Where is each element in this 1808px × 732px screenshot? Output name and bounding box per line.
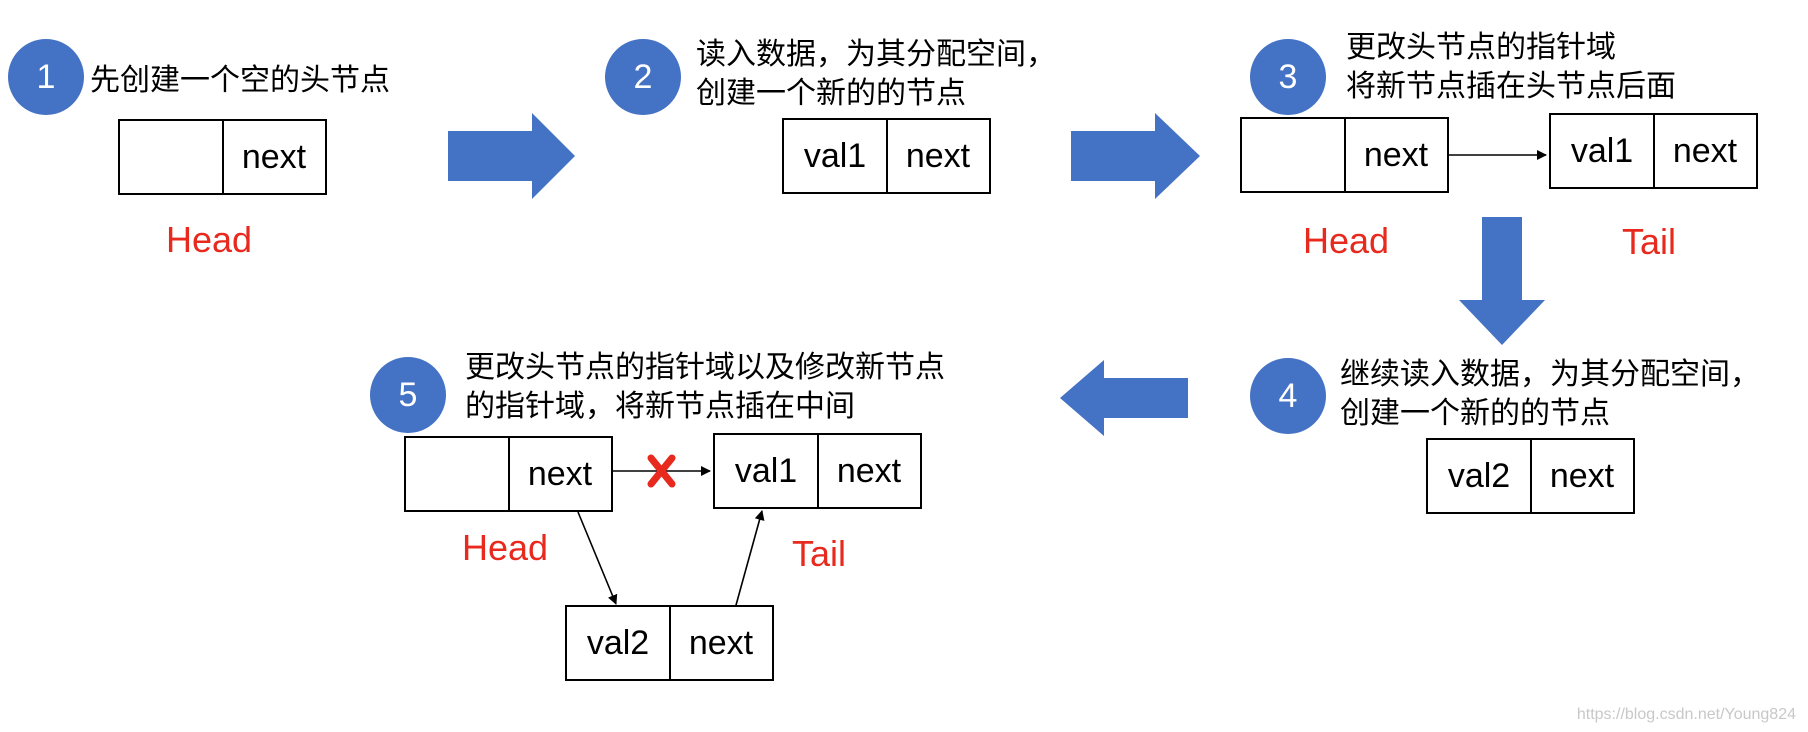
node-next-field: next (886, 120, 988, 192)
step-1-head-node: next (118, 119, 327, 195)
step-4-caption-line-1: 继续读入数据，为其分配空间， (1340, 357, 1760, 392)
step-4-badge: 4 (1250, 358, 1326, 434)
step-1-caption: 先创建一个空的头节点 (90, 61, 390, 100)
step-5-caption-line-1: 更改头节点的指针域以及修改新节点 (465, 350, 945, 385)
step-5-head-label: Head (462, 527, 549, 568)
node-data-field (1242, 119, 1344, 191)
step-4-caption: 继续读入数据，为其分配空间， 创建一个新的的节点 (1340, 355, 1760, 433)
watermark-text: https://blog.csdn.net/Young824 (1576, 706, 1796, 723)
step-1-badge: 1 (8, 39, 84, 115)
flow-arrow-down (1459, 217, 1545, 345)
step-3-tail-label: Tail (1622, 221, 1677, 262)
step-5-val1-node: val1 next (713, 433, 922, 509)
step-1-number: 1 (36, 57, 56, 96)
node-data-field: val2 (1447, 456, 1511, 495)
pointer-s5-val2-to-val1 (732, 510, 765, 617)
step-5-val2-node: val2 next (565, 605, 774, 681)
step-2-caption-line-2: 创建一个新的的节点 (696, 76, 966, 111)
step-5-caption-line-2: 的指针域，将新节点插在中间 (465, 389, 855, 424)
node-data-field (120, 121, 222, 193)
node-next-field: next (508, 438, 610, 510)
step-4-val2-node: val2 next (1426, 438, 1635, 514)
pointer-s5-head-to-val2 (577, 511, 618, 605)
step-3-head-label: Head (1303, 220, 1390, 261)
node-data-field: val1 (1570, 131, 1634, 170)
node-next-field: next (1530, 440, 1632, 512)
node-data-field: val1 (734, 451, 798, 490)
step-5-badge: 5 (370, 357, 446, 433)
step-5-head-node: next (404, 436, 613, 512)
step-5-caption: 更改头节点的指针域以及修改新节点 的指针域，将新节点插在中间 (465, 348, 945, 426)
cross-mark-icon (647, 454, 676, 488)
step-2-val1-node: val1 next (782, 118, 991, 194)
step-2-number: 2 (633, 57, 653, 96)
node-data-field: val1 (803, 136, 867, 175)
step-3-badge: 3 (1250, 39, 1326, 115)
step-5-number: 5 (398, 375, 418, 414)
step-3-number: 3 (1278, 57, 1298, 96)
step-3-val1-node: val1 next (1549, 113, 1758, 189)
step-3-caption-line-1: 更改头节点的指针域 (1346, 30, 1616, 65)
step-4-number: 4 (1278, 376, 1298, 415)
step-4-caption-line-2: 创建一个新的的节点 (1340, 396, 1610, 431)
step-2-badge: 2 (605, 39, 681, 115)
step-1-head-label: Head (166, 219, 253, 260)
step-3-caption-line-2: 将新节点插在头节点后面 (1346, 69, 1676, 104)
step-2-caption: 读入数据，为其分配空间， 创建一个新的的节点 (696, 35, 1056, 113)
step-5-tail-label: Tail (792, 533, 847, 574)
node-next-field: next (669, 607, 771, 679)
node-next-field: next (222, 121, 324, 193)
node-data-field: val2 (586, 623, 650, 662)
node-data-field (406, 438, 508, 510)
node-next-field: next (1344, 119, 1446, 191)
step-1-caption-line-1: 先创建一个空的头节点 (90, 63, 390, 98)
step-3-caption: 更改头节点的指针域 将新节点插在头节点后面 (1346, 28, 1676, 106)
node-next-field: next (817, 435, 919, 507)
flow-arrow-right-2 (1071, 113, 1200, 199)
node-next-field: next (1653, 115, 1755, 187)
step-2-caption-line-1: 读入数据，为其分配空间， (696, 37, 1056, 72)
flow-arrow-right-1 (448, 113, 575, 199)
flow-arrow-left (1060, 360, 1188, 436)
step-3-head-node: next (1240, 117, 1449, 193)
